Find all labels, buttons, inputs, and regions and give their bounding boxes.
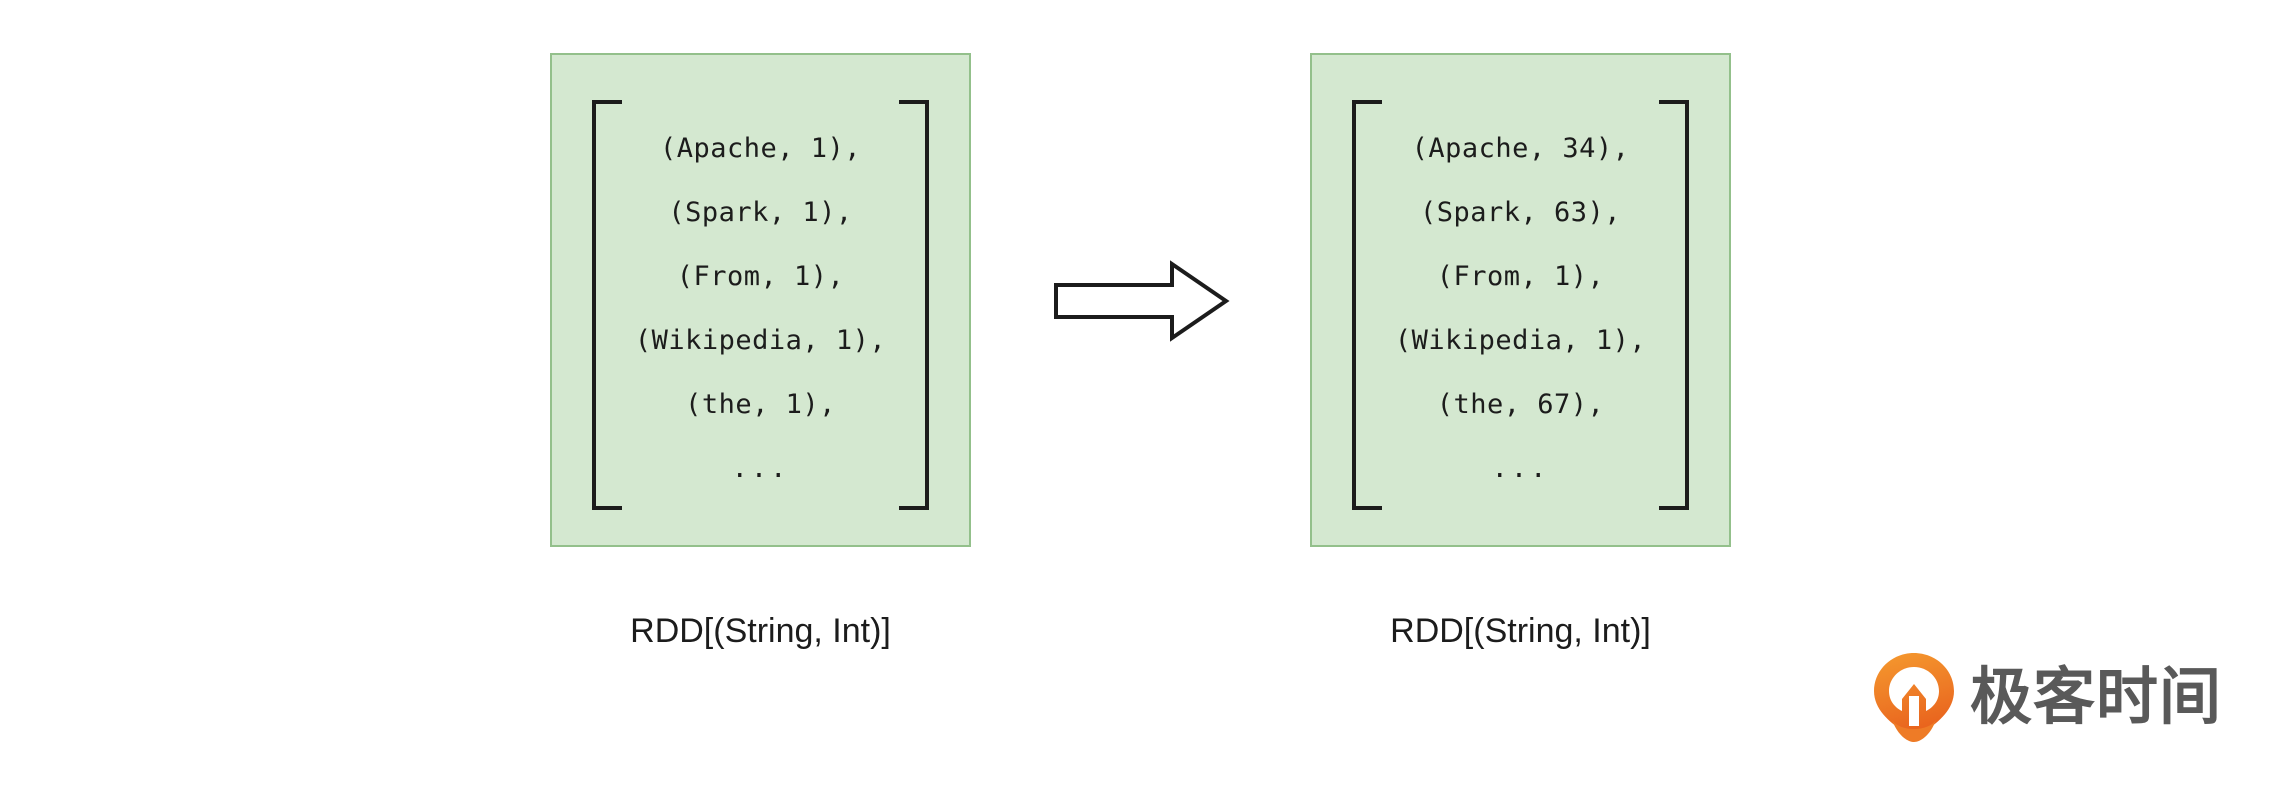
geektime-pin-icon: [1872, 652, 1956, 744]
tuple-row: (the, 67),: [1436, 389, 1605, 420]
tuple-row-ellipsis: ...: [731, 453, 790, 484]
right-block-arrow-icon: [1050, 258, 1232, 344]
rdd-panel-reduced: (Apache, 34), (Spark, 63), (From, 1), (W…: [1310, 53, 1731, 547]
tuple-row: (Wikipedia, 1),: [634, 325, 887, 356]
tuple-list-source: (Apache, 1), (Spark, 1), (From, 1), (Wik…: [552, 117, 969, 501]
panel-caption-reduced: RDD[(String, Int)]: [1390, 612, 1651, 650]
open-bracket-icon: [1352, 100, 1382, 510]
tuple-list-reduced: (Apache, 34), (Spark, 63), (From, 1), (W…: [1312, 117, 1729, 501]
tuple-row: (Spark, 1),: [668, 197, 853, 228]
tuple-row: (Wikipedia, 1),: [1394, 325, 1647, 356]
rdd-panel-source: (Apache, 1), (Spark, 1), (From, 1), (Wik…: [550, 53, 971, 547]
tuple-row: (Spark, 63),: [1419, 197, 1622, 228]
geektime-logo: 极客时间: [1872, 652, 2222, 744]
geektime-logo-text: 极客时间: [1970, 663, 2223, 732]
open-bracket-icon: [592, 100, 622, 510]
tuple-row: (the, 1),: [685, 389, 836, 420]
tuple-row: (From, 1),: [676, 261, 845, 292]
tuple-row: (From, 1),: [1436, 261, 1605, 292]
tuple-row: (Apache, 34),: [1411, 133, 1630, 164]
close-bracket-icon: [1659, 100, 1689, 510]
panel-caption-source: RDD[(String, Int)]: [630, 612, 891, 650]
close-bracket-icon: [899, 100, 929, 510]
tuple-row: (Apache, 1),: [659, 133, 862, 164]
tuple-row-ellipsis: ...: [1491, 453, 1550, 484]
